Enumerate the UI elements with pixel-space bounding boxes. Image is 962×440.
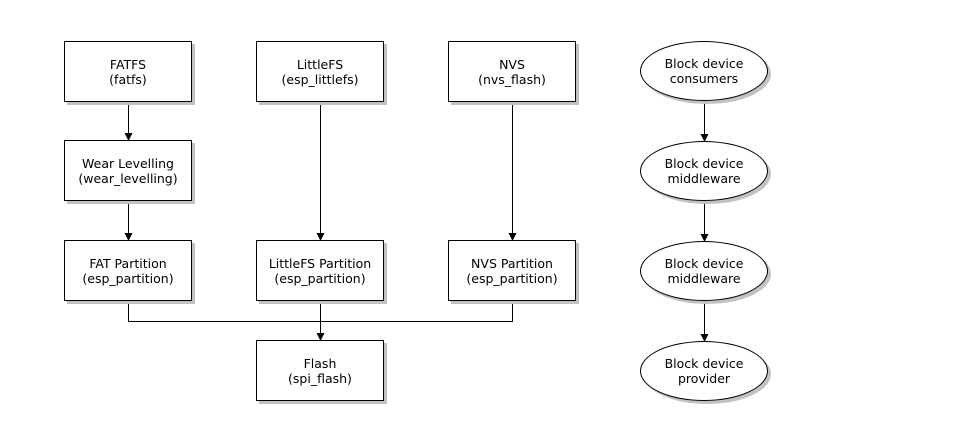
legend-middleware-node: Block device middleware <box>640 241 768 301</box>
littlefs-partition-node-title: LittleFS Partition <box>268 255 372 271</box>
legend-middleware-line-2: middleware <box>667 271 741 286</box>
flash-node-title: Flash <box>303 355 337 371</box>
littlefs-node: LittleFS (esp_littlefs) <box>256 41 384 102</box>
legend-middleware-node: Block device middleware <box>640 141 768 201</box>
nvs-node-component: (nvs_flash) <box>478 71 546 87</box>
littlefs-partition-node-component: (esp_partition) <box>274 270 366 286</box>
wear-levelling-node-component: (wear_levelling) <box>78 170 178 186</box>
legend-provider-node: Block device provider <box>640 341 768 401</box>
legend-consumers-line-1: Block device <box>664 56 744 71</box>
legend-middleware-line-1: Block device <box>664 156 744 171</box>
legend-provider-line-1: Block device <box>664 356 744 371</box>
nvs-node: NVS (nvs_flash) <box>448 41 576 102</box>
legend-consumers-node: Block device consumers <box>640 41 768 101</box>
flash-node: Flash (spi_flash) <box>256 340 384 401</box>
edge-fat-partition-to-flash <box>128 301 321 322</box>
nvs-partition-node-title: NVS Partition <box>471 255 553 271</box>
legend-provider-line-2: provider <box>677 371 731 386</box>
edge-nvs-partition-to-flash <box>320 301 513 322</box>
fatfs-node-component: (fatfs) <box>109 71 147 87</box>
legend-middleware-line-2: middleware <box>667 171 741 186</box>
legend-consumers-line-2: consumers <box>669 71 739 86</box>
littlefs-node-component: (esp_littlefs) <box>281 71 359 87</box>
flash-node-component: (spi_flash) <box>288 370 352 386</box>
legend-middleware-line-1: Block device <box>664 256 744 271</box>
littlefs-node-title: LittleFS <box>296 56 344 72</box>
nvs-partition-node: NVS Partition (esp_partition) <box>448 240 576 301</box>
littlefs-partition-node: LittleFS Partition (esp_partition) <box>256 240 384 301</box>
fatfs-node-title: FATFS <box>109 56 147 72</box>
wear-levelling-node: Wear Levelling (wear_levelling) <box>64 140 192 201</box>
fatfs-node: FATFS (fatfs) <box>64 41 192 102</box>
fat-partition-node: FAT Partition (esp_partition) <box>64 240 192 301</box>
wear-levelling-node-title: Wear Levelling <box>82 155 174 171</box>
fat-partition-node-title: FAT Partition <box>89 255 167 271</box>
nvs-partition-node-component: (esp_partition) <box>466 270 558 286</box>
fat-partition-node-component: (esp_partition) <box>82 270 174 286</box>
nvs-node-title: NVS <box>499 56 525 72</box>
